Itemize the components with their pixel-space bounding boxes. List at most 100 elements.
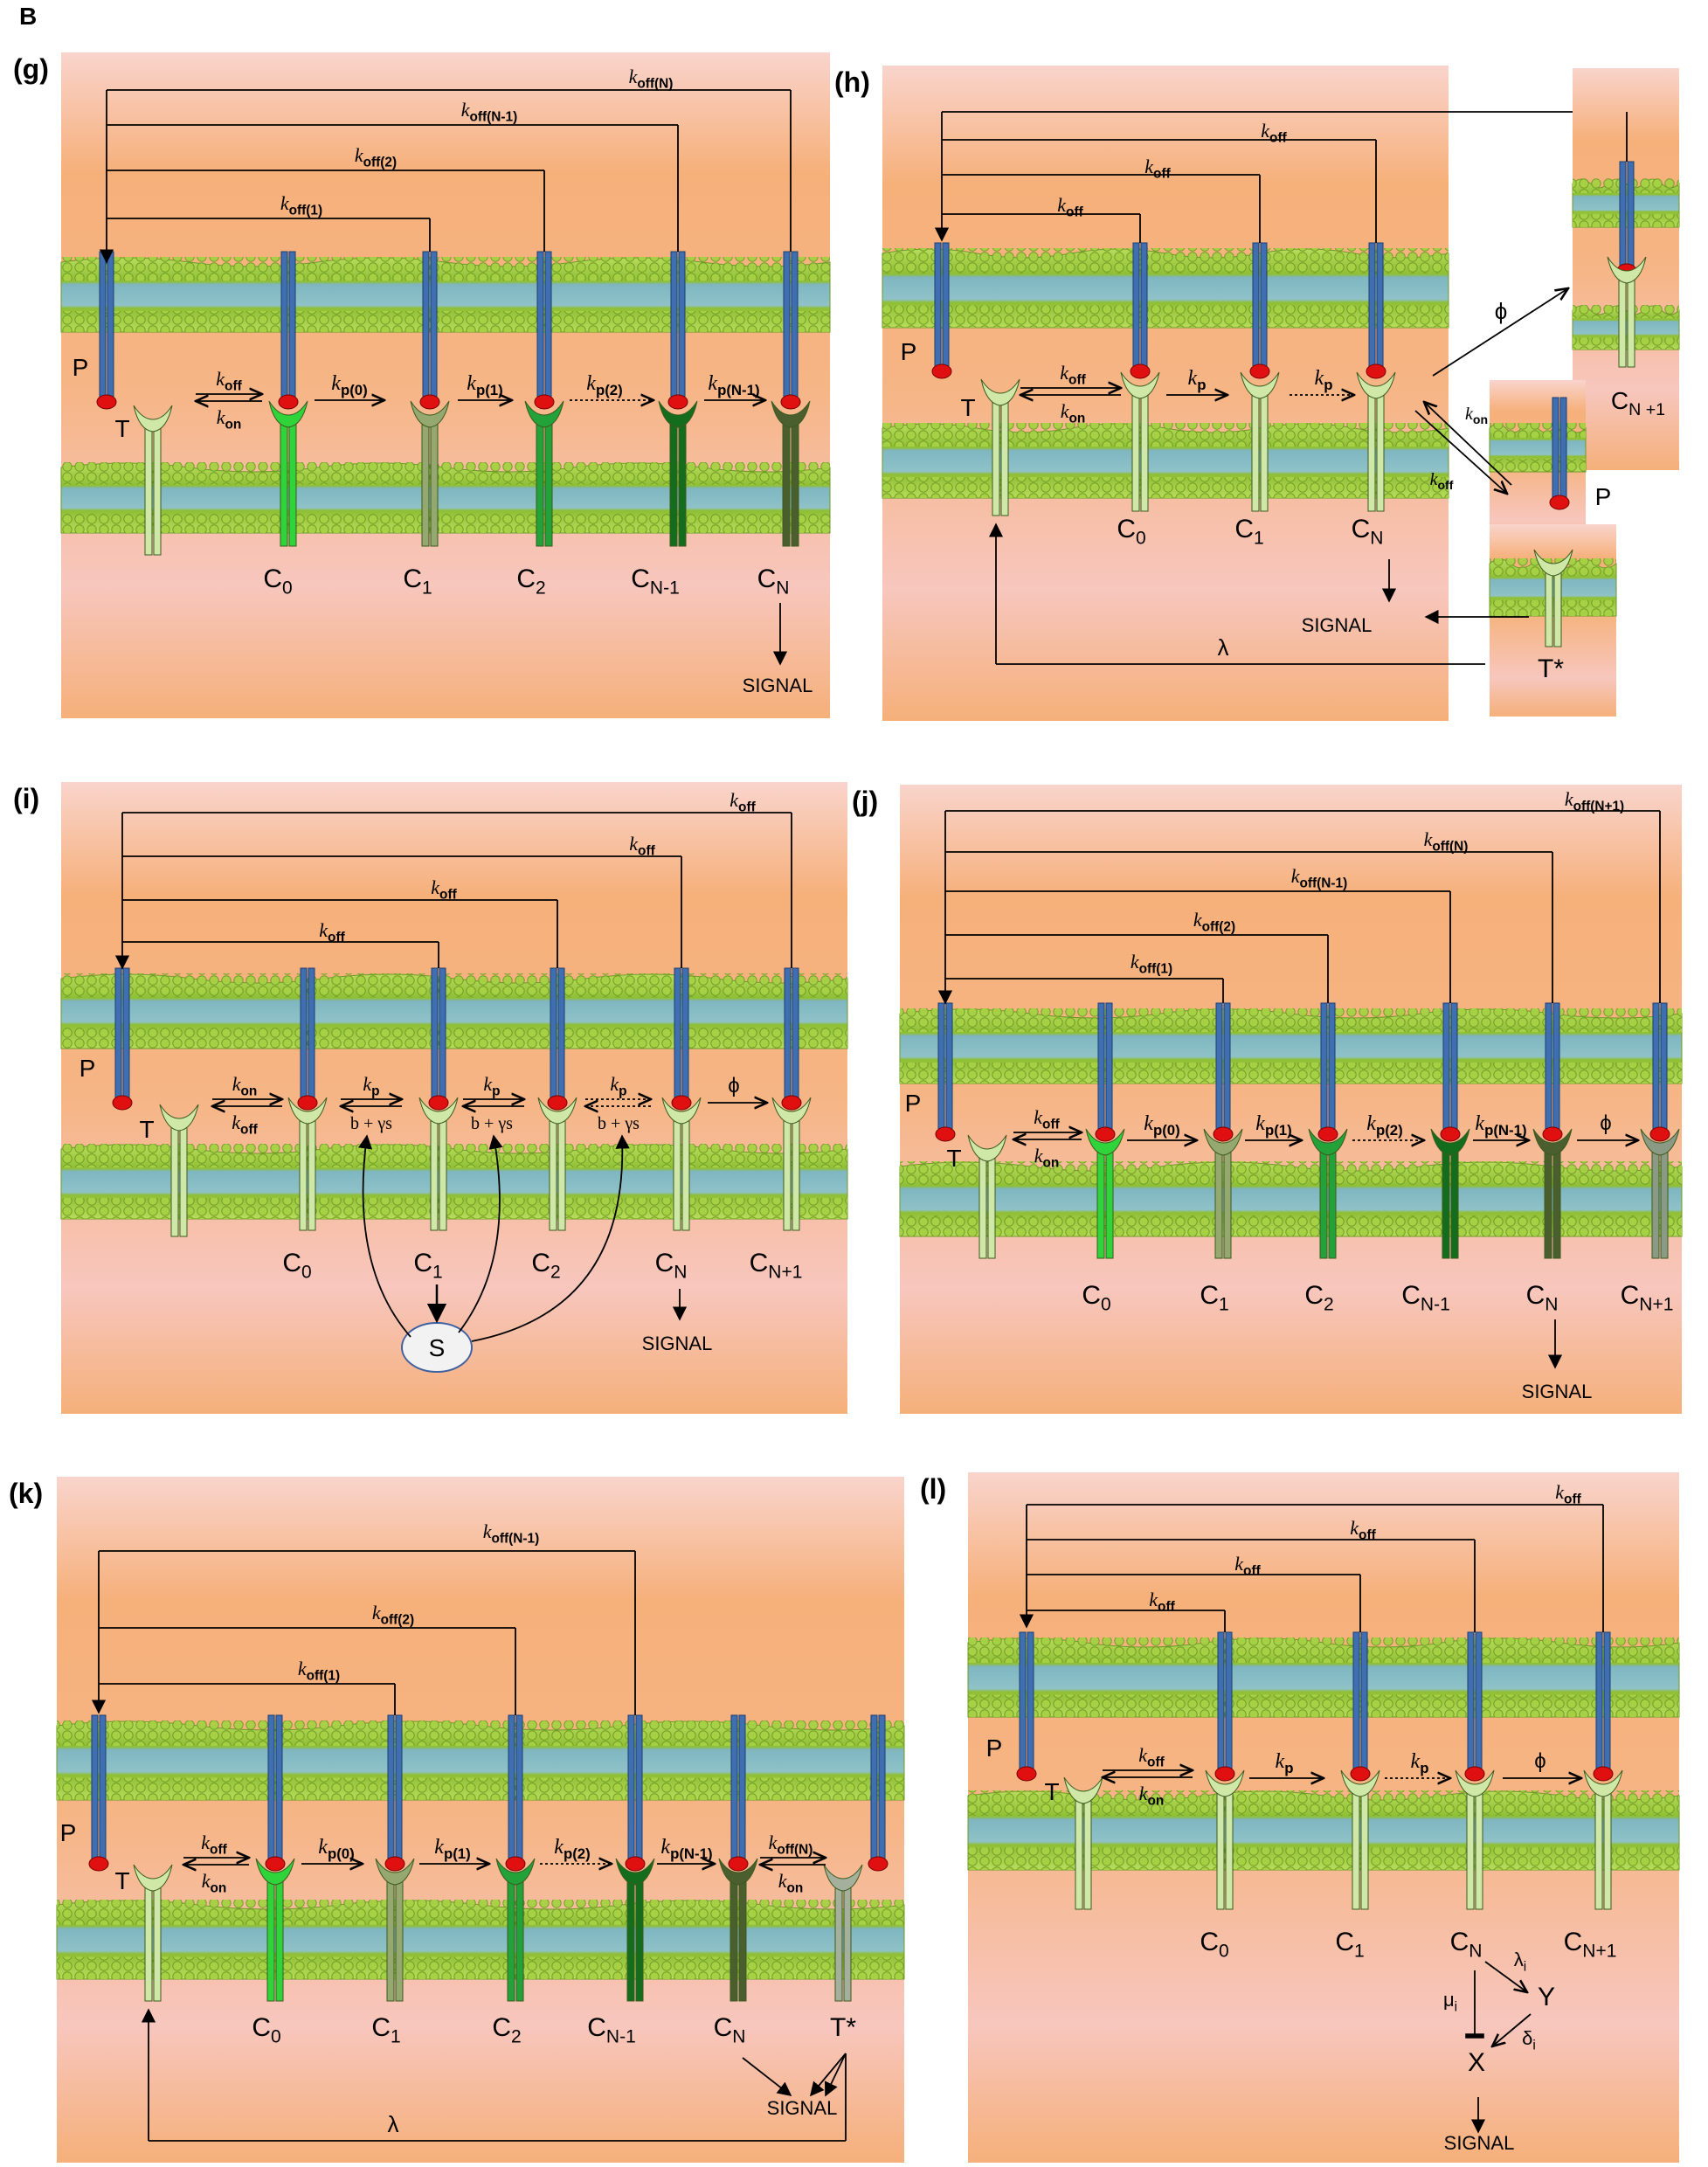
ligand-C0 xyxy=(278,251,299,410)
ligand-CN xyxy=(780,251,801,410)
tcr-label: T xyxy=(139,1116,154,1143)
koff-return-line: koff xyxy=(942,156,1261,243)
ligand-CN-1 xyxy=(625,1714,646,1872)
state-label: C2 xyxy=(531,1249,560,1283)
rate-label-top: kon xyxy=(232,1073,258,1099)
x-label: X xyxy=(1468,2048,1485,2077)
lambda-label: λ xyxy=(388,2111,399,2137)
tcr-C0 xyxy=(287,1097,328,1231)
ligand-C2 xyxy=(505,1714,526,1872)
tcr-C2 xyxy=(495,1858,536,2002)
state-label: CN xyxy=(1450,1928,1483,1962)
koff-return-line: koff(N-1) xyxy=(945,865,1451,1003)
state-label: C1 xyxy=(1335,1928,1364,1962)
koff-label: koff(1) xyxy=(298,1658,340,1684)
state-label: C0 xyxy=(282,1249,311,1283)
tcr-T xyxy=(159,1104,199,1237)
signal-label: SIGNAL xyxy=(767,2097,838,2119)
lower-membrane xyxy=(899,1161,1683,1237)
koff-return-line: koff(N-1) xyxy=(99,1520,636,1715)
rate-arrow: kp(N-1) xyxy=(1473,1112,1529,1140)
rate-arrow: kpb + γs xyxy=(585,1073,651,1133)
ligand-label: P xyxy=(80,1055,96,1082)
koff-label: koff(2) xyxy=(372,1602,414,1628)
panel-g: (g)TPkoff(1)koff(2)koff(N-1)koff(N)koffk… xyxy=(13,52,831,718)
rate-label: kp(1) xyxy=(434,1836,470,1862)
tstar-label: T* xyxy=(1538,654,1564,683)
rate-label-bottom: kon xyxy=(778,1870,804,1896)
tcr-label: T xyxy=(960,394,975,421)
ligand-CN-1 xyxy=(1440,1002,1461,1142)
tcr-label: T xyxy=(946,1145,961,1172)
rate-label: kp xyxy=(1411,1750,1429,1776)
phi-label: ϕ xyxy=(1495,298,1508,324)
koff-label: koff xyxy=(1350,1517,1376,1543)
state-label: CN-1 xyxy=(587,2013,636,2047)
state-label: C0 xyxy=(1117,515,1145,549)
state-label: C0 xyxy=(263,564,292,599)
tcr-C1 xyxy=(418,1097,459,1231)
rate-arrow: kpb + γs xyxy=(463,1073,524,1133)
signal-label: SIGNAL xyxy=(1302,614,1373,636)
rate-arrow: kp(0) xyxy=(315,372,384,400)
rate-arrow: kp xyxy=(1290,367,1354,395)
tcr-CN xyxy=(1356,371,1396,512)
rate-arrow: kp xyxy=(1249,1750,1324,1778)
ligand-P xyxy=(96,251,117,410)
tcr-C1 xyxy=(1240,371,1280,512)
koff-label: koff xyxy=(1144,156,1171,182)
state-label: C0 xyxy=(252,2013,280,2047)
tcr-CN xyxy=(718,1858,758,2002)
rate-arrow: kp(2) xyxy=(1352,1112,1424,1140)
tcr-T xyxy=(1063,1776,1103,1910)
rate-label-top: koff xyxy=(216,368,242,394)
s-feedback-arrow xyxy=(471,1134,630,1342)
ligand-C2 xyxy=(1317,1002,1338,1142)
tcr-CN-1 xyxy=(615,1858,655,2002)
ligand-C0 xyxy=(1214,1631,1235,1782)
rate-label: ϕ xyxy=(728,1074,739,1097)
rate-label-bottom: koff xyxy=(232,1111,258,1138)
rate-arrow: kp(2) xyxy=(570,372,653,400)
state-label: CN xyxy=(757,564,790,599)
ligand-C1 xyxy=(1350,1631,1371,1782)
tcr-C1 xyxy=(1203,1128,1243,1259)
rate-label-bottom: kon xyxy=(217,406,242,433)
ligand-P xyxy=(935,1002,956,1142)
tcr-T xyxy=(133,405,173,556)
koff-return-line: koff(N-1) xyxy=(107,99,679,252)
signal-label: SIGNAL xyxy=(1522,1381,1593,1402)
rate-label-bottom: kon xyxy=(1061,400,1086,426)
signal-label: SIGNAL xyxy=(743,675,813,696)
ligand-CN xyxy=(671,967,692,1111)
ligand-label: P xyxy=(73,354,89,381)
tcr-C1 xyxy=(1340,1769,1380,1910)
tcr-C0 xyxy=(1205,1769,1245,1910)
upper-membrane xyxy=(56,1720,905,1801)
upper-membrane xyxy=(60,257,831,333)
koff-return-line: koff xyxy=(122,789,792,968)
koff-label: koff xyxy=(1430,470,1454,492)
ligand-C1 xyxy=(428,967,449,1111)
ligand-CN xyxy=(1464,1631,1485,1782)
rate-label: kp xyxy=(1276,1750,1294,1776)
signal-label: SIGNAL xyxy=(1444,2132,1515,2154)
koff-label: koff xyxy=(1261,120,1287,146)
tcr-CN xyxy=(661,1097,702,1231)
tcr-C2 xyxy=(524,400,564,547)
tcr-T* xyxy=(823,1864,863,2002)
state-label: C1 xyxy=(403,564,432,599)
koff-return-line: koff xyxy=(122,876,558,968)
panel-label: (i) xyxy=(13,783,39,814)
panel-i-extras: S xyxy=(358,1134,630,1373)
rate-arrow: kp xyxy=(1166,367,1227,395)
koff-return-line: koff xyxy=(942,194,1141,243)
koff-return-line: koff xyxy=(122,833,682,968)
koff-return-line: koff(1) xyxy=(99,1658,396,1715)
koff-return-line: koff(1) xyxy=(945,951,1224,1003)
ligand-C1 xyxy=(384,1714,405,1872)
rate-label: kp(2) xyxy=(1366,1112,1402,1139)
koff-return-line: koff(2) xyxy=(945,909,1329,1003)
rate-label-bottom: b + γs xyxy=(471,1114,513,1133)
